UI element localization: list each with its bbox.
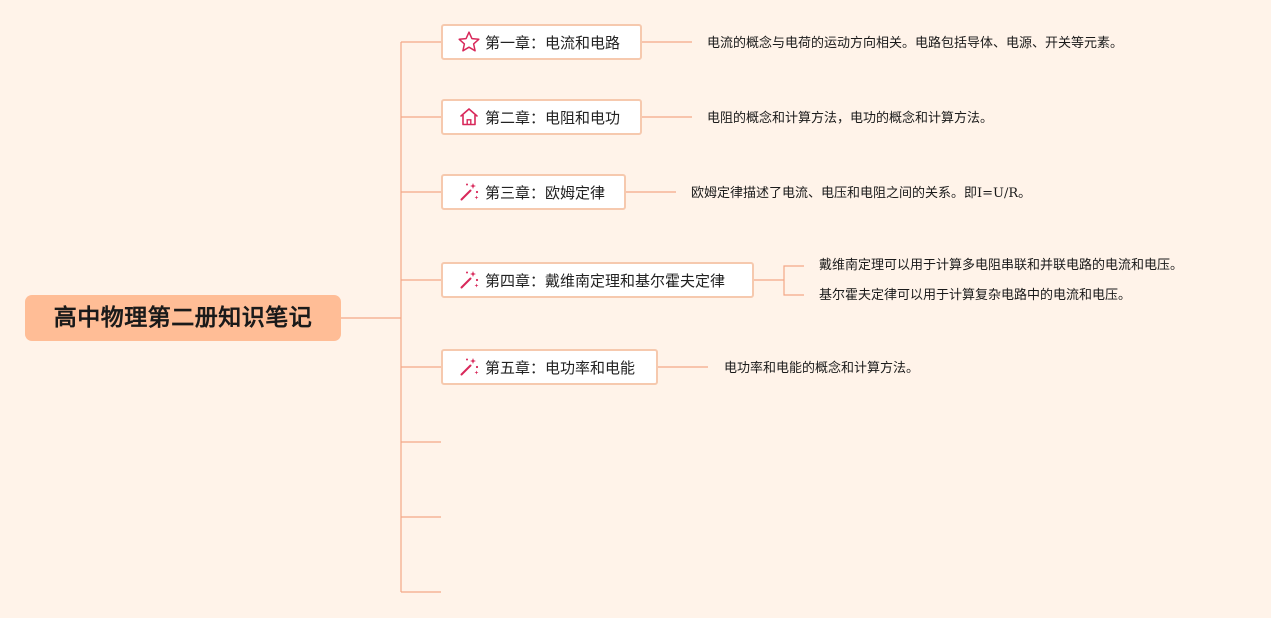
chapter-detail-4b: 基尔霍夫定律可以用于计算复杂电路中的电流和电压。: [819, 288, 1132, 303]
chapter-node-5[interactable]: 第五章：电功率和电能: [441, 349, 658, 385]
chapter-detail-3: 欧姆定律描述了电流、电压和电阻之间的关系。即I=U/R。: [691, 186, 1032, 201]
chapter-node-3[interactable]: 第三章：欧姆定律: [441, 174, 626, 210]
chapter-detail-1: 电流的概念与电荷的运动方向相关。电路包括导体、电源、开关等元素。: [707, 36, 1124, 51]
star-icon: [457, 30, 481, 54]
magic-wand-icon: [457, 268, 481, 292]
chapter-detail-2: 电阻的概念和计算方法，电功的概念和计算方法。: [707, 111, 994, 126]
chapter-node-1[interactable]: 第一章：电流和电路: [441, 24, 642, 60]
chapter-title-2: 第二章：电阻和电功: [485, 108, 621, 127]
chapter-node-2[interactable]: 第二章：电阻和电功: [441, 99, 642, 135]
magic-wand-icon: [457, 355, 481, 379]
chapter-title-3: 第三章：欧姆定律: [485, 183, 606, 202]
root-topic[interactable]: 高中物理第二册知识笔记: [25, 295, 341, 341]
chapter-title-5: 第五章：电功率和电能: [485, 358, 636, 377]
magic-wand-icon: [457, 180, 481, 204]
chapter-detail-5: 电功率和电能的概念和计算方法。: [724, 361, 920, 376]
chapter-title-4: 第四章：戴维南定理和基尔霍夫定律: [485, 271, 726, 290]
chapter-title-1: 第一章：电流和电路: [485, 33, 621, 52]
detail-fork-4: [783, 265, 804, 296]
chapter-node-4[interactable]: 第四章：戴维南定理和基尔霍夫定律: [441, 262, 754, 298]
chapter-detail-4a: 戴维南定理可以用于计算多电阻串联和并联电路的电流和电压。: [819, 258, 1184, 273]
home-icon: [457, 105, 481, 129]
